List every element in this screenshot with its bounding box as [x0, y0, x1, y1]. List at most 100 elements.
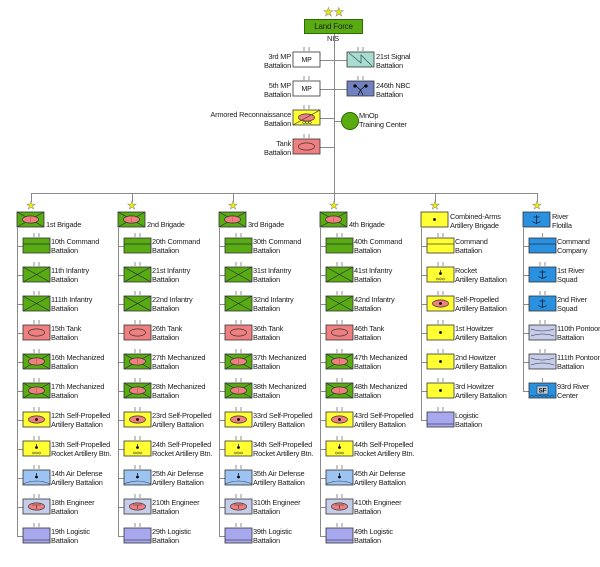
- unit-command[interactable]: [22, 232, 51, 254]
- unit-engineer[interactable]: [22, 493, 51, 515]
- unit-engineer[interactable]: [325, 493, 354, 515]
- connector-line: [421, 362, 427, 363]
- label-line: Battalion: [253, 333, 280, 342]
- brigade-box[interactable]: [16, 206, 45, 228]
- label-line: 25th Air Defense: [152, 469, 204, 478]
- unit-command[interactable]: [224, 232, 253, 254]
- label-line: Flotilla: [552, 221, 572, 230]
- unit-air-defense[interactable]: [325, 464, 354, 486]
- label-line: 12th Self-Propelled: [51, 411, 111, 420]
- unit-infantry[interactable]: [325, 290, 354, 312]
- unit-mech[interactable]: [224, 348, 253, 370]
- connector-line: [523, 275, 529, 276]
- unit-logistic[interactable]: [426, 406, 455, 428]
- label-line: Battalion: [51, 536, 78, 545]
- unit-logistic[interactable]: [123, 522, 152, 544]
- unit-mech[interactable]: [123, 348, 152, 370]
- unit-sp-artillery[interactable]: [325, 406, 354, 428]
- connector-line: [523, 304, 529, 305]
- unit-pontoon[interactable]: [528, 348, 557, 370]
- unit-logistic[interactable]: [224, 522, 253, 544]
- unit-tank[interactable]: [123, 319, 152, 341]
- label-line: 37th Mechanized: [253, 353, 307, 362]
- unit-command[interactable]: [123, 232, 152, 254]
- unit-engineer[interactable]: [224, 493, 253, 515]
- unit-infantry[interactable]: [123, 261, 152, 283]
- unit-air-defense[interactable]: [22, 464, 51, 486]
- unit-infantry[interactable]: [224, 261, 253, 283]
- unit-rocket[interactable]: [123, 435, 152, 457]
- label-line: 210th Engineer: [152, 498, 200, 507]
- land-force-box[interactable]: Land Force: [304, 19, 363, 34]
- unit-rocket[interactable]: [22, 435, 51, 457]
- unit-command-yellow[interactable]: [426, 232, 455, 254]
- unit-mech[interactable]: [22, 348, 51, 370]
- unit-mech[interactable]: [224, 377, 253, 399]
- unit-air-defense[interactable]: [123, 464, 152, 486]
- unit-howitzer[interactable]: [426, 319, 455, 341]
- unit-air-defense[interactable]: [224, 464, 253, 486]
- unit-mech[interactable]: [325, 377, 354, 399]
- unit-sf[interactable]: SF: [528, 377, 557, 399]
- unit-infantry[interactable]: [123, 290, 152, 312]
- unit-logistic[interactable]: [22, 522, 51, 544]
- unit-mech[interactable]: [325, 348, 354, 370]
- connector-line: [421, 246, 427, 247]
- unit-rocket[interactable]: [224, 435, 253, 457]
- unit-mech[interactable]: [123, 377, 152, 399]
- label-line: 13th Self-Propelled: [51, 440, 111, 449]
- unit-sp-artillery[interactable]: [224, 406, 253, 428]
- label-line: 40th Command: [354, 237, 403, 246]
- label-line: Battalion: [557, 362, 584, 371]
- hq-unit-recon[interactable]: [292, 104, 321, 126]
- hq-unit-signal[interactable]: [346, 46, 375, 68]
- connector-line: [118, 507, 124, 508]
- connector-line: [320, 60, 334, 61]
- brigade-box[interactable]: [319, 206, 348, 228]
- hq-unit-mp[interactable]: MP: [292, 46, 321, 68]
- unit-howitzer[interactable]: [426, 348, 455, 370]
- unit-howitzer[interactable]: [426, 377, 455, 399]
- brigade-box[interactable]: [218, 206, 247, 228]
- unit-command[interactable]: [325, 232, 354, 254]
- unit-command-blue[interactable]: [528, 232, 557, 254]
- connector-line: [320, 304, 326, 305]
- label-line: 3rd Howitzer: [455, 382, 495, 391]
- hq-unit-tank[interactable]: [292, 133, 321, 155]
- unit-infantry[interactable]: [22, 290, 51, 312]
- unit-tank[interactable]: [22, 319, 51, 341]
- unit-sp-artillery[interactable]: [22, 406, 51, 428]
- label-line: 1st Howitzer: [455, 324, 494, 333]
- unit-rocket[interactable]: [426, 261, 455, 283]
- training-center-circle-icon[interactable]: [341, 112, 359, 130]
- brigade-box[interactable]: [117, 206, 146, 228]
- unit-logistic[interactable]: [325, 522, 354, 544]
- unit-sp-artillery[interactable]: [123, 406, 152, 428]
- unit-infantry[interactable]: [224, 290, 253, 312]
- brigade-box[interactable]: [420, 206, 449, 228]
- label-line: Battalion: [253, 246, 280, 255]
- unit-river[interactable]: [528, 261, 557, 283]
- unit-tank[interactable]: [325, 319, 354, 341]
- unit-tank[interactable]: [224, 319, 253, 341]
- label-line: Artillery Battalion: [354, 420, 406, 429]
- hq-unit-mp[interactable]: MP: [292, 75, 321, 97]
- brigade-star-icon: ★: [430, 200, 440, 212]
- label-line: 41st Infantry: [354, 266, 393, 275]
- unit-pontoon[interactable]: [528, 319, 557, 341]
- unit-infantry[interactable]: [22, 261, 51, 283]
- unit-engineer[interactable]: [123, 493, 152, 515]
- unit-rocket[interactable]: [325, 435, 354, 457]
- label-line: Artillery Battalion: [455, 362, 507, 371]
- label-line: 21st Signal: [376, 52, 411, 61]
- unit-mech[interactable]: [22, 377, 51, 399]
- hq-unit-nbc[interactable]: [346, 75, 375, 97]
- brigade-box[interactable]: [522, 206, 551, 228]
- unit-river[interactable]: [528, 290, 557, 312]
- unit-infantry[interactable]: [325, 261, 354, 283]
- unit-sp-artillery[interactable]: [426, 290, 455, 312]
